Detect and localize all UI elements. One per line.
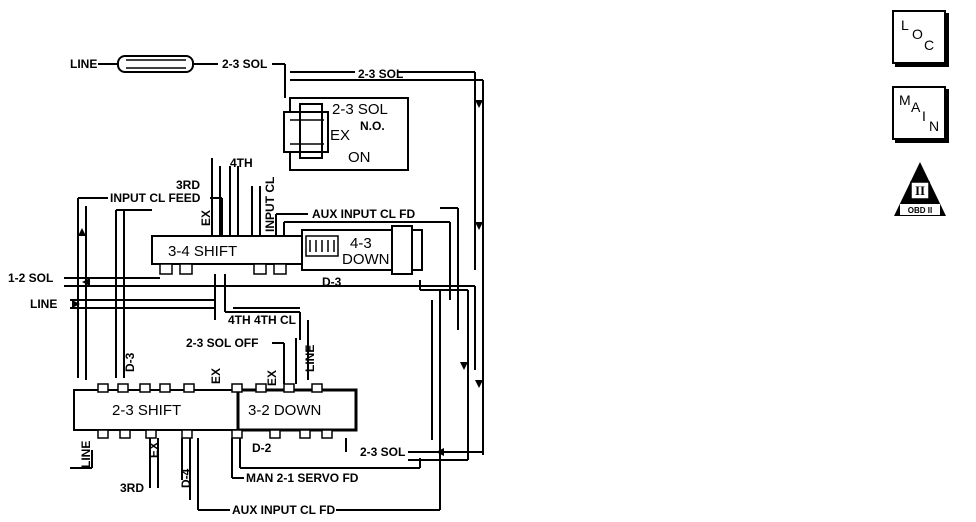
- down43-label-a: 4-3: [350, 235, 372, 252]
- d2-label: D-2: [252, 441, 272, 455]
- d3-left-label: D-3: [123, 352, 137, 372]
- shift34-valve-block: [151, 225, 423, 275]
- ex-32-label: EX: [265, 370, 279, 386]
- third-bottom-label: 3RD: [120, 481, 144, 495]
- shift23-valve-block: [73, 383, 358, 439]
- line-vertical-label: LINE: [303, 345, 317, 372]
- sol23-line-right: [290, 71, 484, 455]
- loc-letter-3: C: [924, 37, 935, 53]
- d3-right-label: D-3: [322, 275, 342, 289]
- sol23-label-c: 2-3 SOL: [360, 445, 405, 459]
- shift34-risers: [211, 158, 459, 330]
- d4-label: D-4: [179, 468, 193, 488]
- aux-input-cl-fd-top-label: AUX INPUT CL FD: [312, 207, 415, 221]
- line-filter: [117, 55, 194, 73]
- loc-letter-1: L: [901, 17, 909, 33]
- sol12-line-feeds: [64, 277, 475, 309]
- ex-sol-label: EX: [330, 127, 350, 144]
- sol23-off-feed: [272, 342, 285, 384]
- down32-label: 3-2 DOWN: [248, 402, 321, 419]
- fourth-cl-feed: [214, 274, 309, 384]
- line-feed-top: [98, 55, 286, 98]
- sol23-solenoid: [283, 97, 409, 171]
- shift34-label: 3-4 SHIFT: [168, 243, 237, 260]
- input-cl-label: INPUT CL: [263, 177, 277, 232]
- main-letter-2: A: [911, 99, 921, 115]
- sol23-label-a: 2-3 SOL: [222, 57, 267, 71]
- input-cl-feed-label: INPUT CL FEED: [110, 191, 201, 205]
- line-bottom-label: LINE: [79, 441, 93, 468]
- obd-button[interactable]: II OBD II: [892, 160, 948, 218]
- loc-button[interactable]: L O C: [892, 10, 946, 64]
- line-mid-label: LINE: [30, 297, 57, 311]
- loc-letter-2: O: [912, 26, 923, 42]
- main-letter-3: I: [922, 108, 926, 124]
- no-label: N.O.: [360, 119, 385, 133]
- main-letter-1: M: [899, 92, 911, 108]
- left-feeds: [77, 197, 223, 380]
- obd-label: OBD II: [908, 206, 932, 215]
- ex-34-label: EX: [199, 210, 213, 226]
- ex-bottom-label: EX: [147, 442, 161, 458]
- line-top-label: LINE: [70, 57, 97, 71]
- bottom-feeds: [70, 430, 483, 511]
- main-letter-4: N: [929, 118, 940, 134]
- sol23-box-title: 2-3 SOL: [332, 101, 388, 118]
- shift23-label: 2-3 SHIFT: [112, 402, 181, 419]
- fourth-cl-label: 4TH 4TH CL: [228, 313, 296, 327]
- aux-input-cl-fd-bottom-label: AUX INPUT CL FD: [232, 503, 335, 517]
- sol23-label-b: 2-3 SOL: [358, 67, 403, 81]
- right-verticals: [419, 280, 483, 500]
- ex-23-label: EX: [209, 368, 223, 384]
- man21-label: MAN 2-1 SERVO FD: [246, 471, 359, 485]
- on-label: ON: [348, 149, 371, 166]
- sol12-label: 1-2 SOL: [8, 271, 53, 285]
- fourth-label: 4TH: [230, 156, 253, 170]
- main-button[interactable]: M A I N: [892, 86, 946, 140]
- obd-numeral: II: [915, 183, 925, 198]
- sol23-off-label: 2-3 SOL OFF: [186, 336, 258, 350]
- down43-label-b: DOWN: [342, 251, 390, 268]
- third-label: 3RD: [176, 178, 200, 192]
